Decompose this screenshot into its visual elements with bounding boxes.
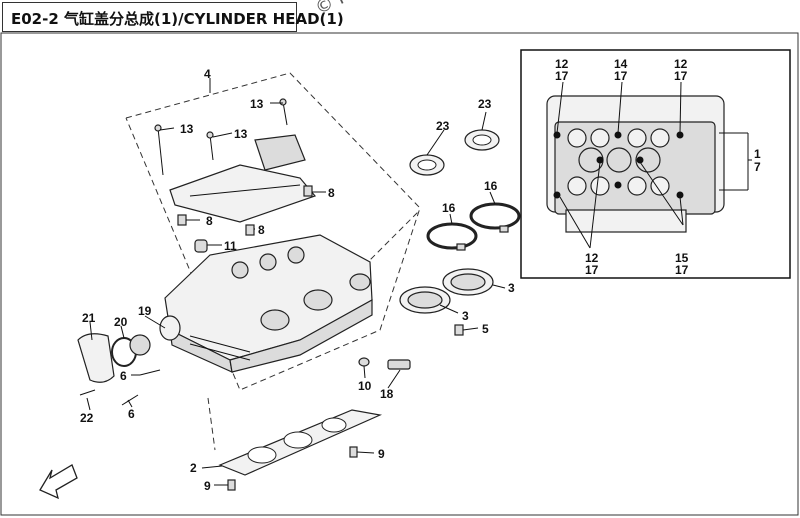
callout-9-bottom: 9 xyxy=(204,479,211,493)
callout-13-top: 13 xyxy=(250,97,264,111)
callout-4: 4 xyxy=(204,67,211,81)
head-gasket xyxy=(218,409,383,491)
intake-boots xyxy=(399,268,494,336)
callout-13-mid: 13 xyxy=(234,127,248,141)
callout-8-left: 8 xyxy=(206,214,213,228)
o-rings-23 xyxy=(409,129,500,176)
callout-6-upper: 6 xyxy=(120,369,127,383)
callout-leaders xyxy=(86,102,506,486)
inset-bolt-dots xyxy=(553,131,684,199)
callout-5: 5 xyxy=(482,322,489,336)
inset-label-top-3a: 12 xyxy=(674,57,688,71)
callout-23-left: 23 xyxy=(436,119,450,133)
head-bolts xyxy=(154,98,288,176)
front-arrow-icon xyxy=(39,464,78,500)
title-box: E02-2 气缸盖分总成(1)/CYLINDER HEAD(1) xyxy=(2,2,344,32)
temp-sensor xyxy=(358,357,411,370)
inset-label-top-3b: 17 xyxy=(674,69,688,83)
inset-label-top-1b: 17 xyxy=(555,69,569,83)
callout-13-left: 13 xyxy=(180,122,194,136)
inset-label-bottom-1b: 17 xyxy=(585,263,599,277)
callout-3-right: 3 xyxy=(508,281,515,295)
cylinder-head-body xyxy=(164,234,373,374)
inset-label-bottom-2b: 17 xyxy=(675,263,689,277)
callout-22: 22 xyxy=(80,411,94,425)
dashed-assembly-outline xyxy=(125,72,421,391)
callout-3-left: 3 xyxy=(462,309,469,323)
callout-20: 20 xyxy=(114,315,128,329)
inset-label-top-2b: 17 xyxy=(614,69,628,83)
callout-2: 2 xyxy=(190,461,197,475)
inset-label-side-b: 7 xyxy=(754,160,761,174)
thermostat-housing xyxy=(77,315,181,383)
inset-head-lower xyxy=(565,209,687,233)
inset-cam-row-top xyxy=(567,128,670,196)
callout-6-lower: 6 xyxy=(128,407,135,421)
callout-16-right: 16 xyxy=(484,179,498,193)
callout-19: 19 xyxy=(138,304,152,318)
callout-23-right: 23 xyxy=(478,97,492,111)
callout-8-right: 8 xyxy=(328,186,335,200)
inset-label-top-2a: 14 xyxy=(614,57,628,71)
inset-label-side-a: 1 xyxy=(754,147,761,161)
small-bolts xyxy=(79,369,161,406)
inset-label-bottom-2a: 15 xyxy=(675,251,689,265)
callout-16-left: 16 xyxy=(442,201,456,215)
callout-8-mid: 8 xyxy=(258,223,265,237)
callout-21: 21 xyxy=(82,311,96,325)
callout-9-right: 9 xyxy=(378,447,385,461)
diagram-title: E02-2 气缸盖分总成(1)/CYLINDER HEAD(1) xyxy=(11,10,344,28)
callout-18: 18 xyxy=(380,387,394,401)
inset-leaders xyxy=(556,81,752,249)
callout-11: 11 xyxy=(224,239,237,253)
inset-label-top-1a: 12 xyxy=(555,57,569,71)
dashed-guide-lower xyxy=(207,397,216,451)
dowels xyxy=(177,185,313,253)
inset-view: 12 17 14 17 12 17 12 17 15 17 1 7 xyxy=(520,49,791,279)
callout-10: 10 xyxy=(358,379,372,393)
cam-cap-plate xyxy=(169,134,317,223)
inset-label-bottom-1a: 12 xyxy=(585,251,599,265)
frame-border xyxy=(0,32,799,516)
